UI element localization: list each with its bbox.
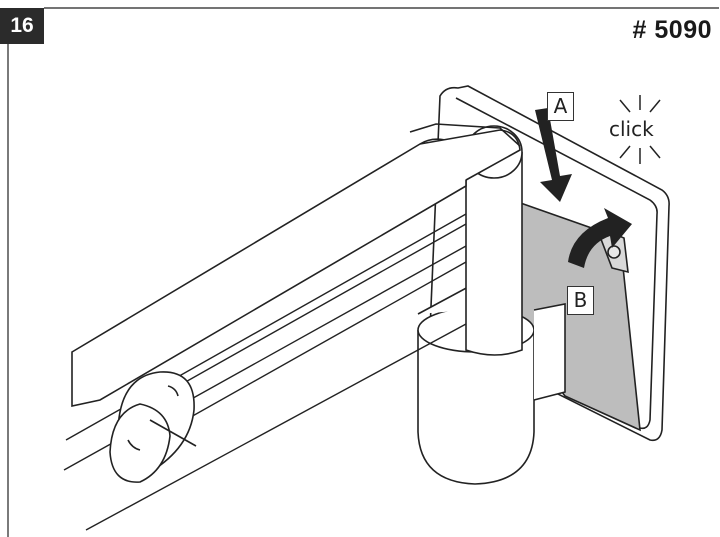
- part-number: # 5090: [632, 16, 712, 44]
- arrow-down-icon: [535, 108, 572, 202]
- click-burst-icon: [619, 95, 661, 164]
- support-cylinder: [417, 285, 566, 485]
- panel-border: [7, 7, 719, 537]
- label-a: A: [547, 92, 574, 121]
- towel-rail-arm: [71, 123, 521, 407]
- curved-arrow-icon: [568, 208, 632, 268]
- rail-end-cap: [109, 371, 197, 483]
- label-b: B: [567, 286, 594, 315]
- click-label: click: [609, 117, 654, 141]
- step-number-badge: 16: [0, 8, 44, 44]
